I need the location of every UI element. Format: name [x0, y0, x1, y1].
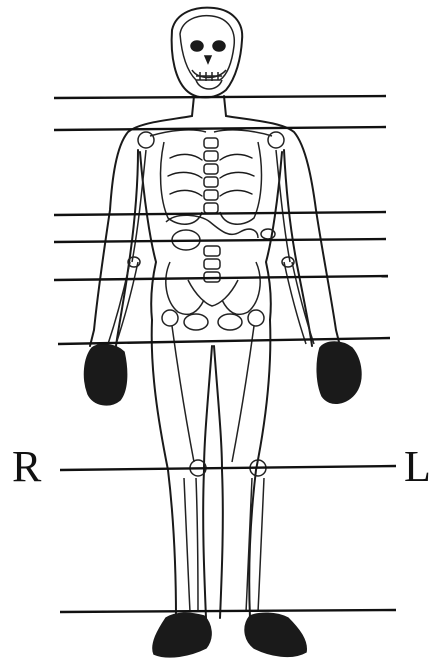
right-foot — [153, 613, 211, 657]
left-foot — [245, 613, 306, 656]
level-line-2 — [54, 127, 386, 130]
right-side-label: R — [12, 445, 41, 489]
clavicles — [138, 130, 284, 148]
level-line-4 — [54, 239, 386, 242]
level-line-3 — [54, 212, 386, 215]
spine — [204, 138, 220, 282]
level-line-7 — [60, 466, 396, 470]
right-hand — [85, 345, 127, 405]
body-outline — [90, 8, 340, 618]
arm-bones — [108, 150, 314, 344]
level-line-1 — [54, 96, 386, 98]
skull — [180, 16, 234, 89]
level-line-5 — [54, 276, 388, 280]
abdomen — [166, 215, 275, 250]
left-hand — [317, 342, 361, 403]
ribcage — [161, 142, 262, 224]
level-line-8 — [60, 610, 396, 612]
left-side-label: L — [404, 445, 431, 489]
